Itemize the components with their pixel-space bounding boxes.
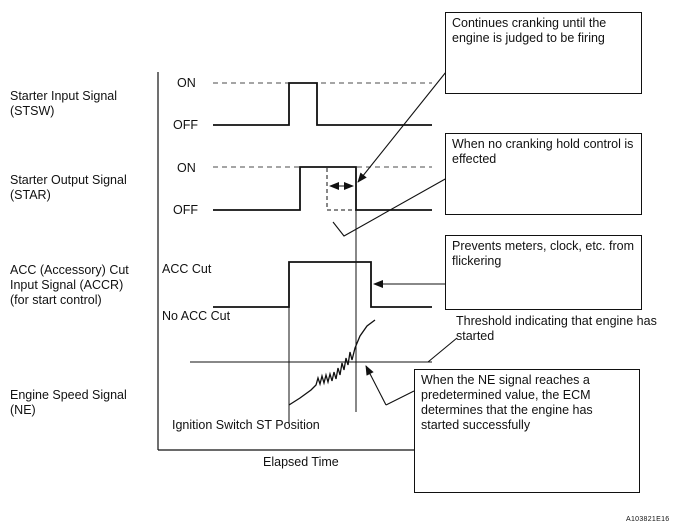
accr-waveform bbox=[213, 261, 432, 308]
note-continues-cranking: Continues cranking until the engine is j… bbox=[445, 12, 642, 94]
star-on-label: ON bbox=[177, 161, 196, 175]
ne-waveform bbox=[190, 319, 432, 406]
signal-label-line: Starter Output Signal bbox=[10, 173, 127, 187]
note-ne-reached: When the NE signal reaches a predetermin… bbox=[414, 369, 640, 493]
stsw-on-label: ON bbox=[177, 76, 196, 90]
signal-label-line: Engine Speed Signal bbox=[10, 388, 127, 402]
signal-label-line: (for start control) bbox=[10, 293, 102, 307]
signal-label-ne: Engine Speed Signal (NE) bbox=[10, 388, 127, 418]
star-waveform bbox=[213, 166, 432, 211]
acc-cut-label: ACC Cut bbox=[162, 262, 212, 276]
no-acc-cut-label: No ACC Cut bbox=[162, 309, 231, 323]
time-axis bbox=[157, 72, 432, 451]
note-prevents-flicker: Prevents meters, clock, etc. from flicke… bbox=[445, 235, 642, 310]
signal-label-stsw: Starter Input Signal (STSW) bbox=[10, 89, 117, 119]
signal-label-accr: ACC (Accessory) Cut Input Signal (ACCR) … bbox=[10, 263, 129, 308]
figure-code: A103821E16 bbox=[626, 516, 670, 523]
stsw-waveform bbox=[213, 82, 432, 126]
signal-label-star: Starter Output Signal (STAR) bbox=[10, 173, 127, 203]
ignition-switch-label: Ignition Switch ST Position bbox=[172, 418, 320, 432]
signal-label-line: ACC (Accessory) Cut bbox=[10, 263, 129, 277]
signal-label-line: (STAR) bbox=[10, 188, 51, 202]
signal-label-line: (NE) bbox=[10, 403, 36, 417]
annotation-leaders bbox=[332, 61, 458, 406]
elapsed-time-label: Elapsed Time bbox=[263, 455, 339, 469]
note-threshold: Threshold indicating that engine has sta… bbox=[456, 314, 657, 343]
reference-lines bbox=[288, 210, 357, 424]
signal-label-line: Starter Input Signal bbox=[10, 89, 118, 103]
signal-label-line: (STSW) bbox=[10, 104, 55, 118]
signal-label-line: Input Signal (ACCR) bbox=[10, 278, 124, 292]
stsw-off-label: OFF bbox=[173, 118, 198, 132]
star-off-label: OFF bbox=[173, 203, 198, 217]
note-no-cranking-hold: When no cranking hold control is effecte… bbox=[445, 133, 642, 215]
